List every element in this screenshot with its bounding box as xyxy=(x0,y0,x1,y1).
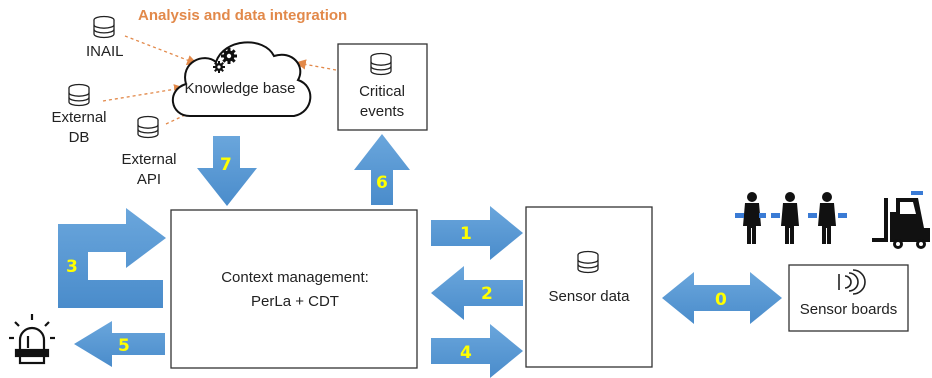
arrow-7: 7 xyxy=(197,136,257,206)
worker-icon xyxy=(771,192,799,244)
sensor-boards-label: Sensor boards xyxy=(799,301,898,318)
title-text: Analysis and data integration xyxy=(138,7,347,24)
cloud-icon xyxy=(171,41,312,117)
inail-connector xyxy=(124,35,198,66)
sensor-boards-box xyxy=(788,264,909,332)
external-db-connector xyxy=(102,84,185,102)
critical-events-label: Critical events xyxy=(359,83,405,120)
external-db-label: External DB xyxy=(51,109,107,146)
critical-events-database-icon xyxy=(370,52,392,76)
arrow-3: 3 xyxy=(58,208,166,308)
arrow-0: 0 xyxy=(662,272,782,324)
external-db-database-icon xyxy=(68,83,90,107)
alarm-light-icon xyxy=(9,314,55,365)
arrow-4: 4 xyxy=(431,324,523,378)
context-management-box xyxy=(170,209,418,369)
arrow-6-number: 6 xyxy=(376,173,388,193)
arrow-0-number: 0 xyxy=(715,290,727,310)
workers-picture xyxy=(727,186,931,250)
arrow-2: 2 xyxy=(431,266,523,320)
arrow-4-number: 4 xyxy=(460,343,472,363)
knowledge-base-label: Knowledge base xyxy=(184,80,296,97)
external-api-database-icon xyxy=(137,115,159,139)
sensor-data-database-icon xyxy=(577,250,599,274)
critical-events-connector xyxy=(295,59,337,71)
sensor-data-box xyxy=(525,206,653,368)
context-management-subtitle: PerLa + CDT xyxy=(251,293,339,310)
arrow-3-number: 3 xyxy=(66,257,78,277)
context-management-title: Context management: xyxy=(221,269,369,286)
worker-icon xyxy=(808,192,847,244)
worker-icon xyxy=(735,192,766,244)
forklift-icon xyxy=(872,191,930,249)
sensor-data-label: Sensor data xyxy=(548,288,630,305)
arrow-1-number: 1 xyxy=(460,224,472,244)
arrow-6: 6 xyxy=(354,134,410,205)
external-api-label: External API xyxy=(121,151,177,188)
gear-small-icon xyxy=(213,61,225,73)
inail-database-icon xyxy=(93,15,115,39)
gear-icon xyxy=(221,48,237,64)
sensor-wave-icon xyxy=(838,269,866,295)
inail-label: INAIL xyxy=(86,43,124,60)
arrow-5-number: 5 xyxy=(118,336,130,356)
arrow-2-number: 2 xyxy=(481,284,493,304)
arrow-5: 5 xyxy=(74,321,165,367)
arrow-1: 1 xyxy=(431,206,523,260)
arrow-7-number: 7 xyxy=(220,155,232,175)
